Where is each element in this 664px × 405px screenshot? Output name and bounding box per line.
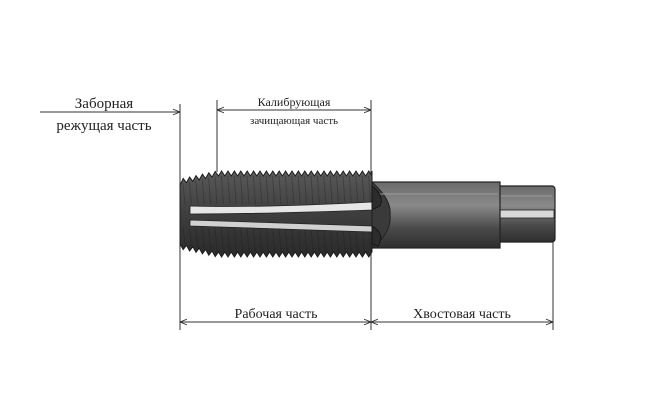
- label-working-part: Рабочая часть: [235, 307, 318, 322]
- label-lead-line1: Заборная: [75, 96, 133, 112]
- label-calibrating-line1: Калибрующая: [258, 95, 331, 109]
- label-lead-line2: режущая часть: [56, 118, 151, 134]
- tap-shank: [371, 180, 501, 250]
- label-shank-part: Хвостовая часть: [413, 307, 511, 322]
- tap-threaded-body: [179, 170, 382, 258]
- square-drive: [496, 185, 556, 243]
- label-calibrating-line2: зачищающая часть: [250, 115, 338, 127]
